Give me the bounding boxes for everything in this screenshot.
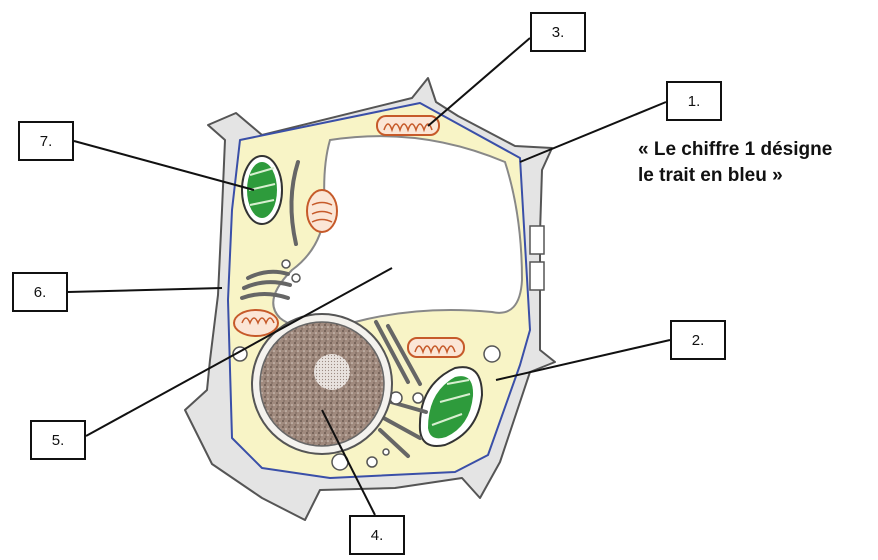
mitochondrion-left	[234, 310, 278, 336]
note-line-2: le trait en bleu »	[638, 163, 878, 189]
label-5: 5.	[30, 420, 86, 460]
label-7-text: 7.	[40, 133, 53, 150]
label-2: 2.	[670, 320, 726, 360]
label-3: 3.	[530, 12, 586, 52]
label-4: 4.	[349, 515, 405, 555]
note-line-1: « Le chiffre 1 désigne	[638, 137, 878, 163]
label-6: 6.	[12, 272, 68, 312]
leader-3	[428, 38, 530, 126]
nucleolus	[314, 354, 350, 390]
chloroplast-upper	[242, 156, 282, 224]
label-3-text: 3.	[552, 24, 565, 41]
annotation-note: « Le chiffre 1 désigne le trait en bleu …	[638, 137, 878, 189]
label-2-text: 2.	[692, 332, 705, 349]
leader-6	[68, 288, 222, 292]
label-5-text: 5.	[52, 432, 65, 449]
label-6-text: 6.	[34, 284, 47, 301]
nucleus	[252, 314, 392, 454]
label-1: 1.	[666, 81, 722, 121]
label-4-text: 4.	[371, 527, 384, 544]
label-1-text: 1.	[688, 93, 701, 110]
label-7: 7.	[18, 121, 74, 161]
